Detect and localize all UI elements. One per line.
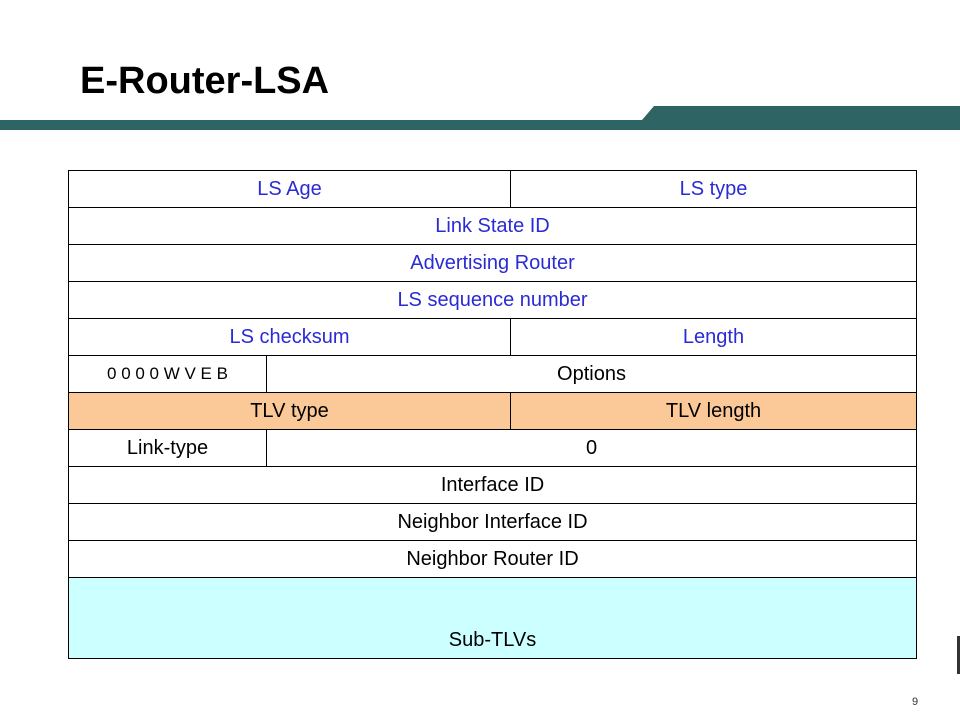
edge-mark xyxy=(957,636,960,674)
table-row-neighbor-interface-id: Neighbor Interface ID xyxy=(67,503,918,541)
title-bar-right-segment xyxy=(634,106,960,130)
page-number: 9 xyxy=(912,696,919,708)
field-tlv-length: TLV length xyxy=(510,392,918,430)
field-ls-age: LS Age xyxy=(67,170,512,208)
field-ls-type: LS type xyxy=(510,170,918,208)
table-row-tlv-header: TLV type TLV length xyxy=(67,392,918,430)
table-row-interface-id: Interface ID xyxy=(67,466,918,504)
table-row-advertising-router: Advertising Router xyxy=(67,244,918,282)
slide-title: E-Router-LSA xyxy=(80,60,330,102)
field-advertising-router: Advertising Router xyxy=(67,244,918,282)
field-interface-id: Interface ID xyxy=(67,466,918,504)
table-row-flags-options: 0 0 0 0 W V E B Options xyxy=(68,355,918,393)
field-neighbor-interface-id: Neighbor Interface ID xyxy=(67,503,918,541)
table-row-link-type: Link-type 0 xyxy=(68,429,918,467)
field-flags: 0 0 0 0 W V E B xyxy=(68,355,267,393)
field-length: Length xyxy=(510,318,918,356)
field-reserved-zero: 0 xyxy=(265,429,918,467)
table-row-ls-age-type: LS Age LS type xyxy=(67,170,918,208)
table-row-checksum-length: LS checksum Length xyxy=(67,318,918,356)
field-link-type: Link-type xyxy=(68,429,267,467)
table-row-ls-sequence-number: LS sequence number xyxy=(67,281,918,319)
table-row-link-state-id: Link State ID xyxy=(67,207,918,245)
field-sub-tlvs: Sub-TLVs xyxy=(67,577,918,659)
field-link-state-id: Link State ID xyxy=(67,207,918,245)
field-ls-checksum: LS checksum xyxy=(67,318,512,356)
title-divider-bar xyxy=(0,106,960,130)
field-neighbor-router-id: Neighbor Router ID xyxy=(67,540,918,578)
lsa-format-table: LS Age LS type Link State ID Advertising… xyxy=(67,170,918,659)
field-tlv-type: TLV type xyxy=(67,392,512,430)
field-options: Options xyxy=(265,355,918,393)
title-bar-left-segment xyxy=(0,120,634,130)
table-row-neighbor-router-id: Neighbor Router ID xyxy=(67,540,918,578)
field-ls-sequence-number: LS sequence number xyxy=(67,281,918,319)
table-row-sub-tlvs: Sub-TLVs xyxy=(67,577,918,659)
